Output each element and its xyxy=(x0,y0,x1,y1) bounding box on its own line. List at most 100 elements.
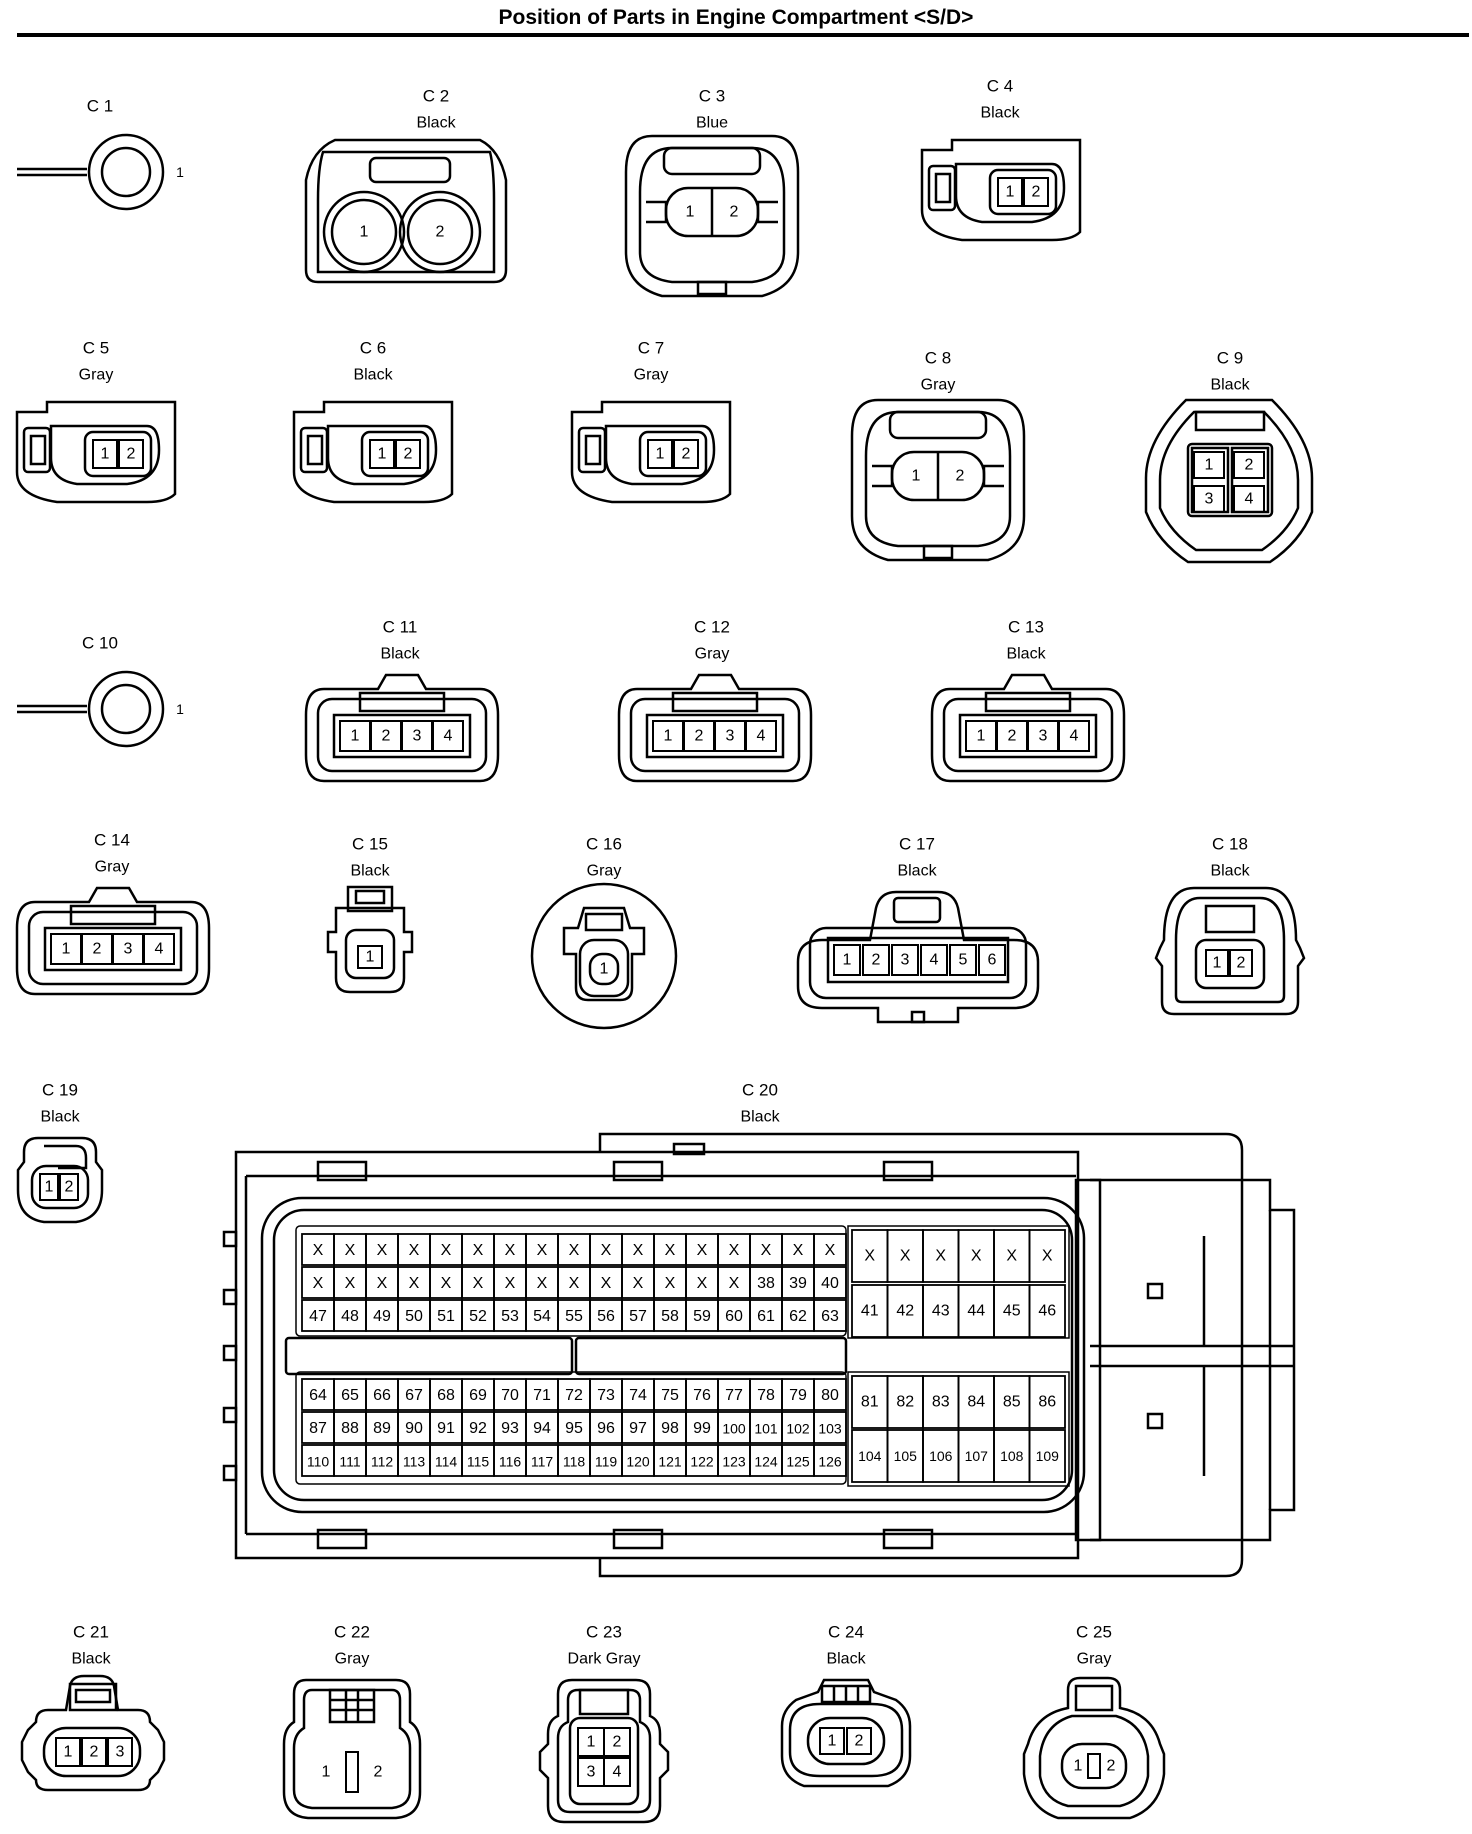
outline xyxy=(864,410,1012,548)
pin-housing xyxy=(332,713,472,759)
connector-color: Black xyxy=(826,1651,866,1668)
housing xyxy=(234,1150,1080,1560)
ring-inner xyxy=(100,683,152,735)
connector-color: Gray xyxy=(634,367,669,384)
mating-face-inner xyxy=(272,1208,1074,1502)
key xyxy=(910,1010,926,1024)
side-tab xyxy=(872,464,894,488)
latch xyxy=(984,691,1072,713)
latch xyxy=(358,691,446,713)
outline xyxy=(1144,398,1314,564)
pin-number: 123 xyxy=(722,1454,746,1470)
connector-color: Black xyxy=(40,1109,80,1126)
outline xyxy=(16,1136,104,1224)
pin-number: 93 xyxy=(501,1420,519,1437)
pin-number: 102 xyxy=(786,1421,810,1437)
pin-number: X xyxy=(665,1242,676,1259)
housing xyxy=(562,906,646,1002)
latch xyxy=(69,904,157,926)
body-inner xyxy=(954,162,1066,224)
pin-number: 46 xyxy=(1038,1303,1056,1320)
pin-cell xyxy=(1028,1429,1066,1483)
pin-number: 58 xyxy=(661,1308,679,1325)
pin-number: 82 xyxy=(896,1394,914,1411)
connector-id: C 21 xyxy=(73,1623,109,1642)
outline xyxy=(1154,886,1306,1016)
pin-number: 43 xyxy=(932,1303,950,1320)
body-inner xyxy=(788,1702,904,1778)
pin-number: 38 xyxy=(757,1275,775,1292)
pin-number: X xyxy=(864,1248,875,1265)
pin-number: 1 xyxy=(1006,184,1015,201)
outline xyxy=(780,1678,912,1788)
pin-number: 45 xyxy=(1003,1303,1021,1320)
pin-housing xyxy=(988,168,1058,216)
pin-number: 112 xyxy=(371,1454,394,1470)
connector-color: Dark Gray xyxy=(568,1651,641,1668)
pin-cell xyxy=(1028,1284,1066,1338)
pin-number: 108 xyxy=(1000,1448,1024,1464)
pin-cell xyxy=(647,439,673,469)
pin-number: 1 xyxy=(366,949,375,966)
pin-number: 72 xyxy=(565,1387,583,1404)
connector-id: C 14 xyxy=(94,831,130,850)
body-inner xyxy=(292,1688,412,1810)
connector-c10[interactable]: C 101 xyxy=(17,634,184,748)
pin-number: 95 xyxy=(565,1420,583,1437)
separator xyxy=(284,1336,574,1376)
pin-number: 61 xyxy=(757,1308,775,1325)
pin-number: 118 xyxy=(563,1454,586,1470)
side-pin xyxy=(222,1344,238,1362)
pin-number: 2 xyxy=(695,728,704,745)
pin-number: X xyxy=(793,1242,804,1259)
pin-number: X xyxy=(473,1275,484,1292)
connector-id: C 9 xyxy=(1217,349,1243,368)
pin-housing xyxy=(83,430,153,478)
outline xyxy=(796,890,1040,1024)
pin-housing xyxy=(958,713,1098,759)
pin-number: 40 xyxy=(821,1275,839,1292)
pin-number: 2 xyxy=(1032,184,1041,201)
connector-id: C 8 xyxy=(925,349,951,368)
connector-c1[interactable]: C 11 xyxy=(17,97,184,211)
pin-number: 76 xyxy=(693,1387,711,1404)
title-rule xyxy=(17,33,1469,37)
connector-color: Black xyxy=(1210,377,1250,394)
pin-cell xyxy=(118,439,144,469)
key xyxy=(1087,1753,1101,1779)
outline xyxy=(624,134,800,298)
pin-number: 3 xyxy=(1039,728,1048,745)
pin-number: 47 xyxy=(309,1308,327,1325)
outline xyxy=(282,1678,422,1820)
pin-number: X xyxy=(697,1242,708,1259)
pin-number: X xyxy=(569,1275,580,1292)
pin-cell xyxy=(997,177,1023,207)
latch xyxy=(892,896,942,924)
hood-window xyxy=(1146,1282,1164,1300)
pin-number: 85 xyxy=(1003,1394,1021,1411)
pin-number: X xyxy=(345,1242,356,1259)
